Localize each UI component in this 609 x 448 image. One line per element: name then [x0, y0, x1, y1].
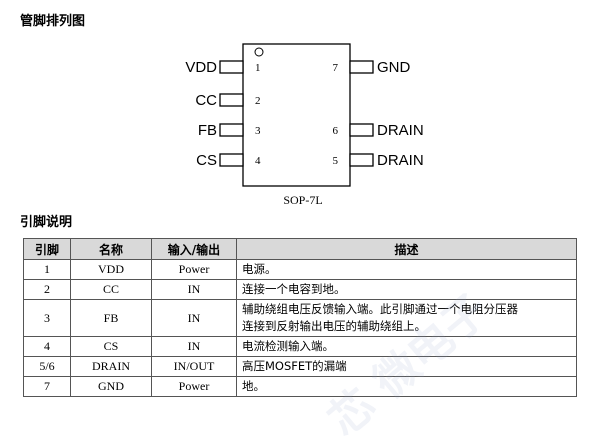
pin-6-lead	[349, 123, 374, 137]
cell-pin: 2	[23, 279, 71, 300]
cell-description: 高压MOSFET的漏端	[236, 356, 577, 377]
pin-5-lead	[349, 153, 374, 167]
description-line: 高压MOSFET的漏端	[242, 359, 347, 373]
table-header-row: 引脚 名称 输入/输出 描述	[23, 238, 577, 260]
pin-7-label: GND	[377, 59, 411, 76]
cell-description: 辅助绕组电压反馈输入端。此引脚通过一个电阻分压器连接到反射输出电压的辅助绕组上。	[236, 299, 577, 337]
pin1-marker-dot	[254, 47, 264, 57]
pin-7-lead	[349, 60, 374, 74]
cell-name: FB	[70, 299, 152, 337]
pin-1-label: VDD	[185, 59, 217, 76]
pin-6-label: DRAIN	[377, 122, 424, 139]
pin-3-number: 3	[255, 125, 261, 137]
cell-description: 电源。	[236, 259, 577, 280]
pin-5-label: DRAIN	[377, 152, 424, 169]
cell-name: DRAIN	[70, 356, 152, 377]
header-io: 输入/输出	[151, 238, 237, 260]
pin-4-number: 4	[255, 155, 261, 167]
header-description: 描述	[236, 238, 577, 260]
cell-name: GND	[70, 376, 152, 397]
pin-6-number: 6	[333, 125, 339, 137]
cell-io: IN	[151, 299, 237, 337]
header-pin: 引脚	[23, 238, 71, 260]
header-name: 名称	[70, 238, 152, 260]
package-name: SOP-7L	[283, 193, 322, 207]
cell-description: 电流检测输入端。	[236, 336, 577, 357]
cell-pin: 5/6	[23, 356, 71, 377]
description-line: 连接到反射输出电压的辅助绕组上。	[242, 319, 426, 333]
cell-name: CS	[70, 336, 152, 357]
pin-1-lead	[219, 60, 244, 74]
pinout-section-title: 管脚排列图	[20, 14, 86, 29]
cell-pin: 1	[23, 259, 71, 280]
pin-4-label: CS	[196, 152, 217, 169]
cell-description: 连接一个电容到地。	[236, 279, 577, 300]
pin-2-number: 2	[255, 95, 261, 107]
description-line: 电流检测输入端。	[242, 339, 334, 353]
pin-5-number: 5	[333, 155, 339, 167]
cell-io: IN/OUT	[151, 356, 237, 377]
pin-1-number: 1	[255, 62, 261, 74]
cell-name: VDD	[70, 259, 152, 280]
cell-pin: 3	[23, 299, 71, 337]
cell-io: Power	[151, 259, 237, 280]
pin-2-label: CC	[195, 92, 217, 109]
pin-3-lead	[219, 123, 244, 137]
description-line: 电源。	[242, 262, 277, 276]
pin-7-number: 7	[333, 62, 339, 74]
cell-io: IN	[151, 279, 237, 300]
pin-3-label: FB	[198, 122, 217, 139]
description-line: 辅助绕组电压反馈输入端。此引脚通过一个电阻分压器	[242, 302, 518, 316]
pin-description-title: 引脚说明	[20, 215, 73, 230]
ic-package-body	[242, 43, 351, 187]
cell-description: 地。	[236, 376, 577, 397]
cell-io: Power	[151, 376, 237, 397]
cell-name: CC	[70, 279, 152, 300]
cell-io: IN	[151, 336, 237, 357]
description-line: 连接一个电容到地。	[242, 282, 346, 296]
cell-pin: 4	[23, 336, 71, 357]
pin-4-lead	[219, 153, 244, 167]
description-line: 地。	[242, 379, 265, 393]
cell-pin: 7	[23, 376, 71, 397]
pin-2-lead	[219, 93, 244, 107]
